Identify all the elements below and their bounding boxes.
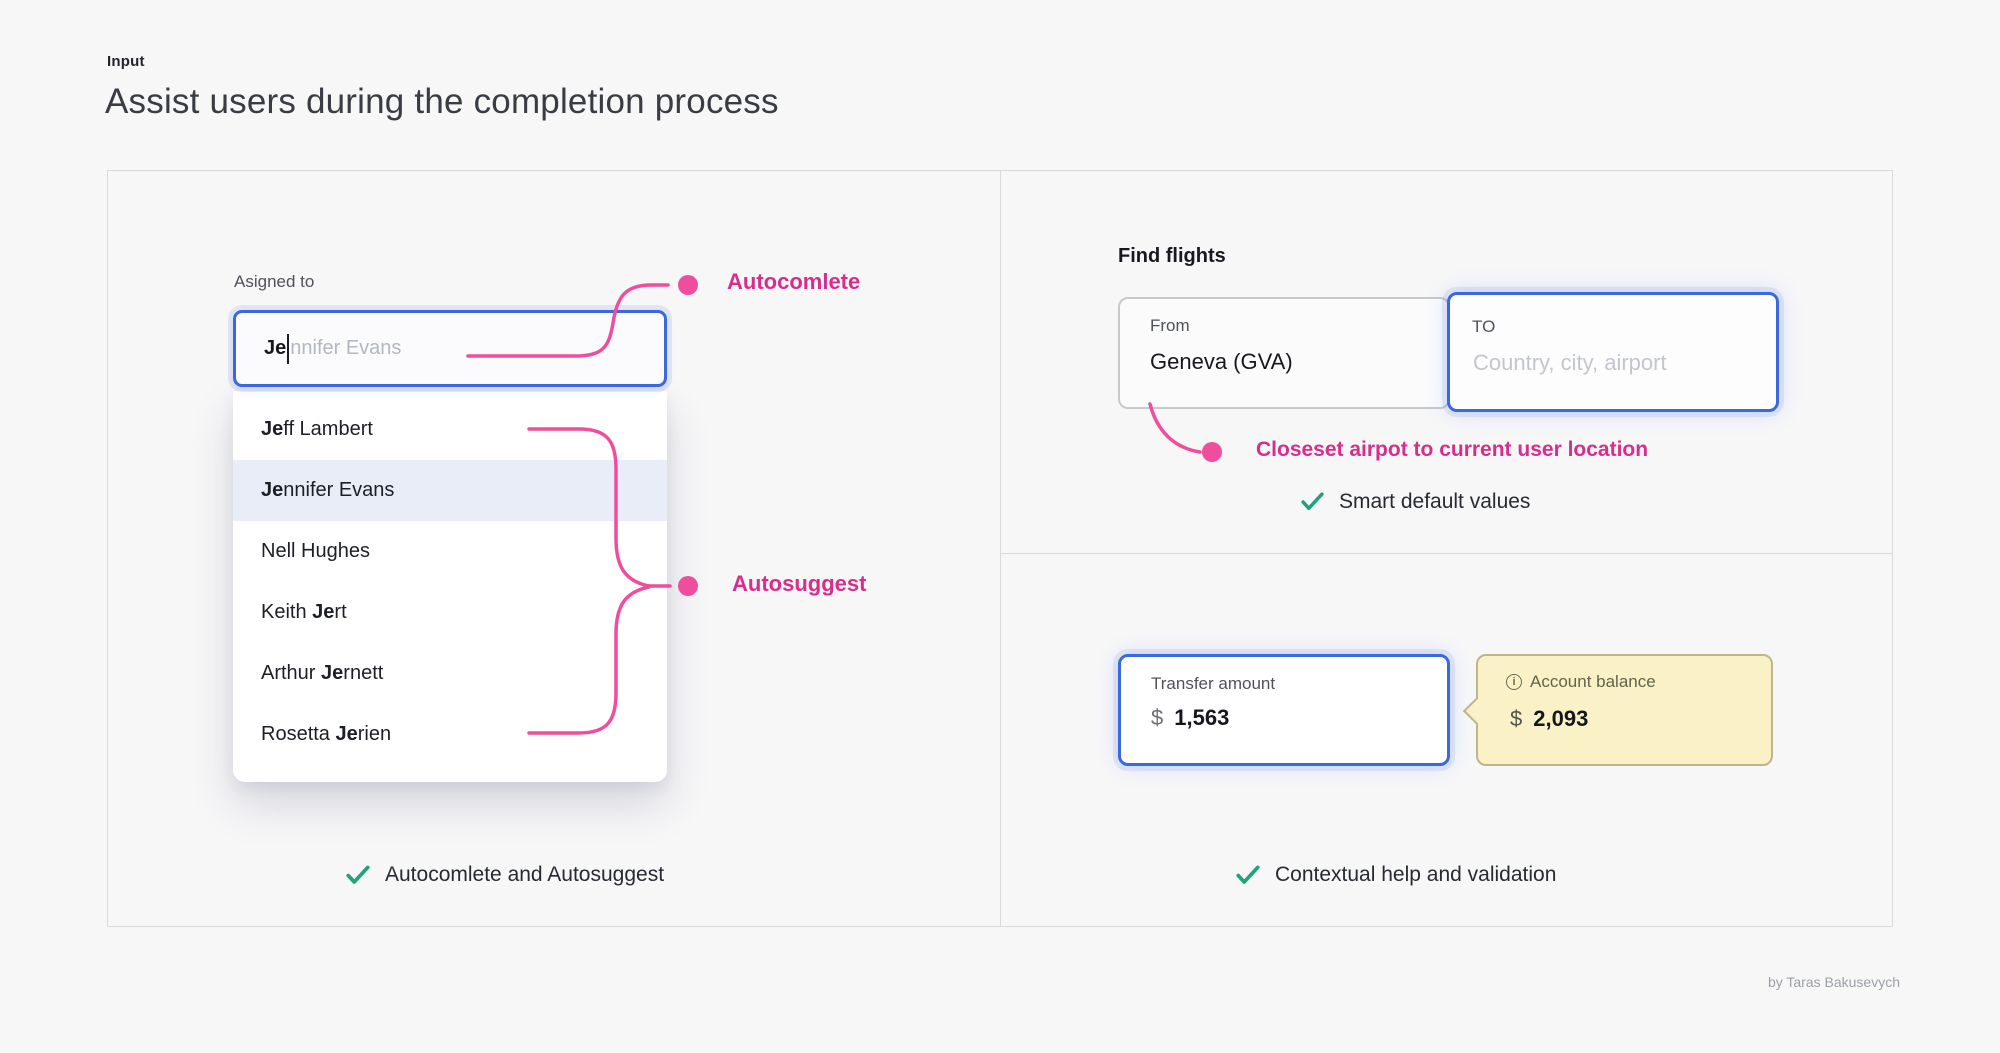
- autocomplete-annotation: Autocomlete: [727, 269, 861, 294]
- author-credit: by Taras Bakusevych: [1767, 974, 1900, 990]
- info-icon: i: [1506, 674, 1522, 690]
- section-eyebrow: Input: [107, 53, 145, 70]
- currency-symbol: $: [1510, 706, 1523, 731]
- suggestion-item[interactable]: Rosetta Jerien: [261, 723, 392, 745]
- account-balance-tooltip: i Account balance $ 2,093: [1462, 654, 1773, 766]
- to-field-label: TO: [1472, 317, 1496, 336]
- suggestion-list: Jeff Lambert Jennifer Evans Nell Hughes …: [233, 391, 667, 782]
- assignee-field-label: Asigned to: [234, 272, 315, 291]
- from-field-value: Geneva (GVA): [1150, 349, 1293, 374]
- typed-text: Je: [264, 337, 287, 359]
- account-balance-label: Account balance: [1530, 672, 1656, 691]
- flights-heading: Find flights: [1118, 245, 1226, 267]
- to-field-placeholder: Country, city, airport: [1473, 350, 1667, 375]
- autocomplete-ghost-text: nnifer Evans: [290, 337, 402, 359]
- transfer-amount-value: 1,563: [1174, 705, 1230, 730]
- suggestion-item-selected[interactable]: Jennifer Evans: [233, 460, 667, 521]
- suggestion-item[interactable]: Arthur Jernett: [261, 662, 384, 684]
- left-panel-caption: Autocomlete and Autosuggest: [345, 862, 664, 888]
- suggestion-item[interactable]: Nell Hughes: [261, 540, 370, 562]
- autosuggest-annotation: Autosuggest: [732, 571, 867, 596]
- transfer-amount-field[interactable]: Transfer amount $ 1,563: [1118, 654, 1450, 766]
- suggestion-item[interactable]: Jeff Lambert: [261, 418, 373, 440]
- to-field[interactable]: TO Country, city, airport: [1447, 292, 1779, 412]
- assignee-input[interactable]: Je nnifer Evans: [233, 310, 667, 387]
- currency-symbol: $: [1151, 705, 1164, 730]
- smart-default-annotation: Closeset airpot to current user location: [1256, 438, 1649, 461]
- checkmark-icon: [1301, 492, 1324, 511]
- caption-text: Contextual help and validation: [1275, 863, 1557, 886]
- from-field-label: From: [1150, 316, 1190, 335]
- horizontal-divider: [1001, 553, 1892, 554]
- from-field[interactable]: From Geneva (GVA): [1118, 297, 1450, 409]
- checkmark-icon: [1236, 865, 1260, 884]
- suggestion-item[interactable]: Keith Jert: [261, 601, 347, 623]
- demo-panels: [107, 170, 1893, 927]
- page-title: Assist users during the completion proce…: [105, 82, 779, 121]
- vertical-divider: [1000, 171, 1001, 926]
- transfer-amount-label: Transfer amount: [1151, 674, 1276, 693]
- caption-text: Autocomlete and Autosuggest: [385, 863, 665, 886]
- transfer-caption: Contextual help and validation: [1235, 862, 1556, 888]
- checkmark-icon: [346, 865, 370, 884]
- account-balance-value: 2,093: [1533, 706, 1589, 731]
- text-caret: [287, 333, 290, 364]
- flights-caption: Smart default values: [1300, 489, 1530, 514]
- caption-text: Smart default values: [1339, 489, 1531, 513]
